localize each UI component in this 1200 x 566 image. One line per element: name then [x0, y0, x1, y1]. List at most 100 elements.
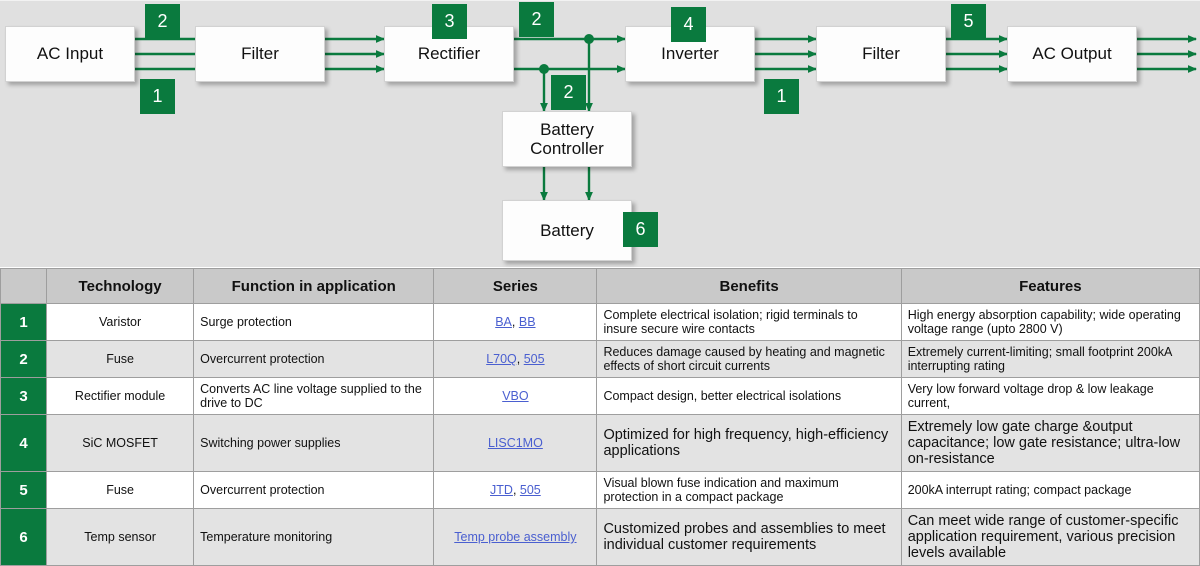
series-cell: BA, BB	[433, 303, 598, 341]
benefits-cell: Complete electrical isolation; rigid ter…	[596, 303, 902, 341]
junction-dot-upper	[584, 34, 594, 44]
row-number-cell: 2	[0, 340, 48, 378]
technology-cell: Fuse	[46, 471, 195, 509]
features-cell: High energy absorption capability; wide …	[900, 303, 1200, 341]
benefits-cell: Reduces damage caused by heating and mag…	[596, 340, 902, 378]
badge-inverter[interactable]: 4	[671, 7, 706, 42]
benefits-cell: Customized probes and assemblies to meet…	[596, 508, 902, 566]
technology-cell: Temp sensor	[46, 508, 195, 566]
col-header-series: Series	[433, 268, 598, 304]
series-link[interactable]: BB	[518, 315, 536, 329]
series-link[interactable]: JTD	[490, 483, 513, 497]
row-number-cell: 5	[0, 471, 48, 509]
node-battery-label: Battery	[540, 220, 594, 240]
node-ac-input-label: AC Input	[36, 44, 104, 64]
series-cell: Temp probe assembly	[433, 508, 598, 566]
technology-cell: SiC MOSFET	[46, 414, 195, 472]
row-number-cell: 4	[0, 414, 48, 472]
badge-battery-value: 6	[635, 219, 646, 239]
badge-inverter-value: 4	[683, 14, 694, 34]
series-link[interactable]: 505	[523, 352, 545, 366]
badge-bottom-input-value: 1	[152, 86, 163, 106]
features-cell: Extremely current-limiting; small footpr…	[900, 340, 1200, 378]
badge-battery-controller-value: 2	[563, 82, 574, 102]
badge-battery-controller[interactable]: 2	[551, 75, 586, 110]
node-battery-controller-label-line2: Controller	[530, 139, 604, 158]
function-cell: Converts AC line voltage supplied to the…	[193, 377, 435, 415]
node-inverter-label: Inverter	[661, 44, 719, 64]
badge-battery[interactable]: 6	[623, 212, 658, 247]
series-separator: ,	[512, 483, 520, 497]
table-head: Technology Function in application Serie…	[0, 268, 1200, 304]
node-filter-input[interactable]: Filter	[195, 26, 325, 82]
function-cell: Switching power supplies	[193, 414, 435, 472]
row-number-cell: 1	[0, 303, 48, 341]
node-battery-controller[interactable]: Battery Controller	[502, 111, 632, 167]
col-header-features: Features	[900, 268, 1200, 304]
ups-block-diagram: AC Input Filter Rectifier Inverter Filte…	[0, 0, 1200, 267]
series-cell: L70Q, 505	[433, 340, 598, 378]
badge-output-value: 5	[963, 11, 974, 31]
badge-bottom-output[interactable]: 1	[764, 79, 799, 114]
node-rectifier-label: Rectifier	[417, 44, 481, 64]
function-cell: Overcurrent protection	[193, 340, 435, 378]
technology-table: Technology Function in application Serie…	[0, 268, 1200, 566]
node-filter-output[interactable]: Filter	[816, 26, 946, 82]
node-ac-output-label: AC Output	[1032, 44, 1112, 64]
technology-cell: Fuse	[46, 340, 195, 378]
series-link[interactable]: LISC1MO	[487, 436, 543, 450]
series-link[interactable]: L70Q	[486, 352, 517, 366]
features-cell: Very low forward voltage drop & low leak…	[900, 377, 1200, 415]
benefits-cell: Optimized for high frequency, high-effic…	[596, 414, 902, 472]
series-cell: JTD, 505	[433, 471, 598, 509]
col-header-number	[0, 268, 48, 304]
series-link[interactable]: 505	[519, 483, 541, 497]
series-link[interactable]: Temp probe assembly	[454, 530, 577, 544]
node-filter-output-label: Filter	[862, 44, 900, 64]
node-rectifier[interactable]: Rectifier	[384, 26, 514, 82]
badge-top-input-value: 2	[157, 11, 168, 31]
function-cell: Surge protection	[193, 303, 435, 341]
badge-bottom-output-value: 1	[776, 86, 787, 106]
series-link[interactable]: VBO	[502, 389, 529, 403]
technology-table-wrapper: Technology Function in application Serie…	[0, 268, 1200, 566]
row-number-cell: 3	[0, 377, 48, 415]
node-ac-input[interactable]: AC Input	[5, 26, 135, 82]
series-separator: ,	[516, 352, 524, 366]
features-cell: Extremely low gate charge &output capaci…	[900, 414, 1200, 472]
junction-dot-lower	[539, 64, 549, 74]
col-header-function: Function in application	[193, 268, 435, 304]
series-link[interactable]: BA	[495, 315, 512, 329]
col-header-benefits: Benefits	[596, 268, 902, 304]
features-cell: 200kA interrupt rating; compact package	[900, 471, 1200, 509]
series-cell: LISC1MO	[433, 414, 598, 472]
series-separator: ,	[511, 315, 519, 329]
technology-cell: Varistor	[46, 303, 195, 341]
features-cell: Can meet wide range of customer-specific…	[900, 508, 1200, 566]
badge-bottom-input[interactable]: 1	[140, 79, 175, 114]
node-filter-input-label: Filter	[241, 44, 279, 64]
badge-top-input[interactable]: 2	[145, 4, 180, 39]
badge-rectifier-value: 3	[444, 11, 455, 31]
benefits-cell: Visual blown fuse indication and maximum…	[596, 471, 902, 509]
badge-dc-bus-value: 2	[531, 9, 542, 29]
diagram-connectors	[133, 34, 1197, 201]
node-battery[interactable]: Battery	[502, 200, 632, 261]
node-ac-output[interactable]: AC Output	[1007, 26, 1137, 82]
table-header-row: Technology Function in application Serie…	[0, 268, 1200, 304]
badge-dc-bus[interactable]: 2	[519, 2, 554, 37]
series-cell: VBO	[433, 377, 598, 415]
badge-output[interactable]: 5	[951, 4, 986, 39]
badge-rectifier[interactable]: 3	[432, 4, 467, 39]
row-number-cell: 6	[0, 508, 48, 566]
col-header-technology: Technology	[46, 268, 195, 304]
benefits-cell: Compact design, better electrical isolat…	[596, 377, 902, 415]
function-cell: Overcurrent protection	[193, 471, 435, 509]
